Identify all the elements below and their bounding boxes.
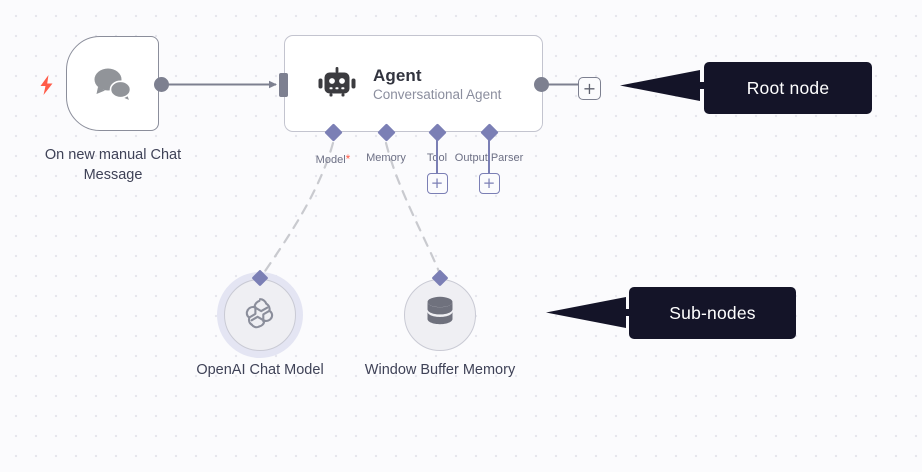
node-label-window-buffer-memory: Window Buffer Memory — [364, 362, 516, 378]
node-on-new-manual-chat-message[interactable] — [66, 36, 159, 131]
trigger-output-port[interactable] — [154, 77, 169, 92]
annotation-sub-nodes: Sub-nodes — [629, 287, 796, 339]
port-label-text-model: Model — [315, 154, 346, 166]
agent-port-label-model: Model* — [316, 152, 351, 166]
agent-port-stub-tool — [436, 132, 438, 174]
add-node-button-main[interactable]: + — [578, 77, 601, 100]
chat-bubbles-icon — [90, 65, 136, 103]
lightning-bolt-icon — [38, 74, 56, 96]
agent-port-stub-output-parser — [488, 132, 490, 174]
agent-title: Agent — [373, 65, 422, 85]
node-agent[interactable]: Agent Conversational Agent — [284, 35, 543, 132]
agent-subtitle: Conversational Agent — [373, 86, 502, 102]
add-subnode-button-output-parser[interactable]: + — [478, 173, 500, 194]
node-window-buffer-memory[interactable] — [404, 279, 476, 351]
required-asterisk: * — [345, 152, 351, 166]
annotation-root-node: Root node — [704, 62, 872, 114]
node-label-trigger: On new manual Chat Message — [44, 147, 182, 183]
database-icon — [422, 294, 458, 337]
node-openai-chat-model[interactable] — [224, 279, 296, 351]
node-label-openai-chat-model: OpenAI Chat Model — [196, 362, 324, 378]
openai-logo-icon — [240, 293, 280, 338]
add-subnode-button-tool[interactable]: + — [426, 173, 448, 194]
agent-port-label-memory: Memory — [366, 152, 406, 164]
agent-input-port[interactable] — [279, 73, 288, 97]
agent-output-port[interactable] — [534, 77, 549, 92]
robot-icon — [317, 66, 357, 102]
